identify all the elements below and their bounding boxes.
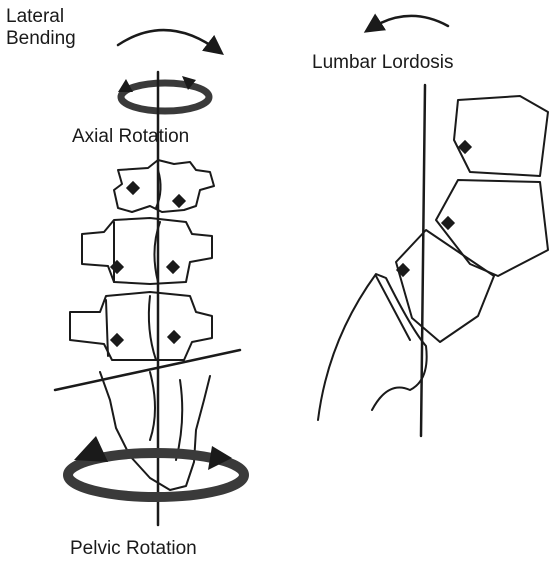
lumbar-lordosis-label: Lumbar Lordosis — [312, 52, 454, 74]
lateral-vertical-axis — [421, 85, 425, 436]
frontal-spine-view — [55, 30, 244, 525]
axial-rotation-label: Axial Rotation — [72, 126, 189, 148]
lumbar-lordosis-arrow — [368, 16, 448, 30]
lateral-bending-label-line2: Bending — [6, 28, 76, 50]
sacrum-outline — [100, 372, 210, 490]
pelvic-tilt-line — [55, 350, 240, 390]
lateral-bending-label: Lateral Bending — [6, 6, 76, 50]
axial-rotation-ring — [121, 83, 209, 111]
vertebra-l3 — [70, 292, 212, 360]
lateral-vertebra-1 — [454, 96, 548, 176]
lateral-bending-arrow — [118, 30, 220, 52]
lateral-spine-view — [318, 16, 548, 436]
lateral-bending-label-line1: Lateral — [6, 6, 76, 28]
vertebra-l2 — [82, 218, 212, 284]
pelvic-rotation-label: Pelvic Rotation — [70, 538, 197, 560]
pelvic-rotation-arrow-left — [74, 436, 108, 462]
lateral-sacrum — [318, 274, 427, 420]
lateral-vertebra-2 — [436, 180, 548, 276]
